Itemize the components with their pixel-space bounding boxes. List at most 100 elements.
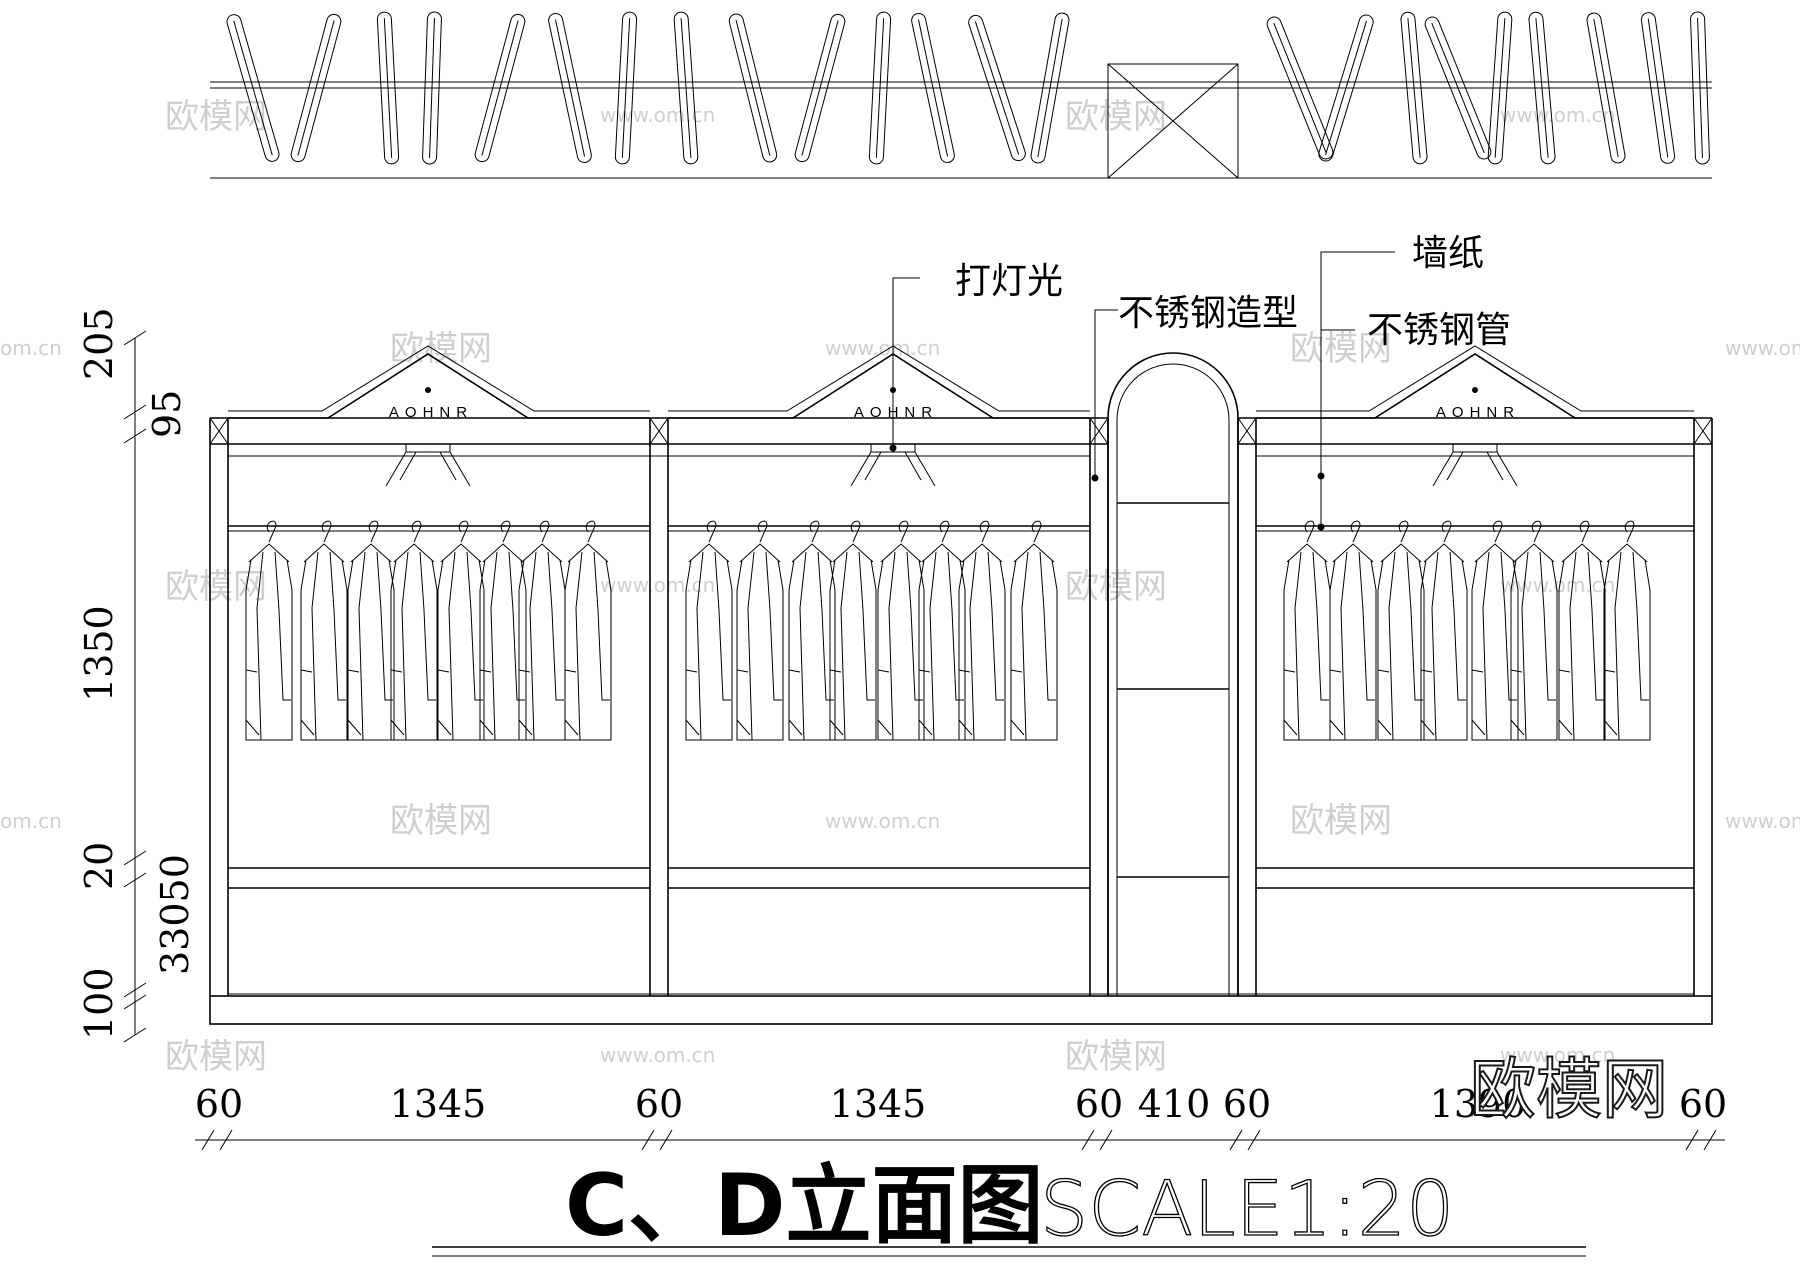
hanger-bar bbox=[1513, 543, 1555, 563]
jacket-body bbox=[958, 559, 1006, 741]
plan-view bbox=[210, 11, 1712, 179]
hanging-jacket bbox=[1471, 520, 1519, 741]
jacket-hem bbox=[437, 719, 452, 736]
dim-60: 60 bbox=[1679, 1082, 1727, 1126]
jacket-lapel bbox=[1539, 551, 1556, 701]
dim-tick bbox=[201, 1129, 215, 1151]
hanger-bar bbox=[961, 543, 1003, 563]
hanger-bar bbox=[521, 543, 563, 563]
plan-hanger-shape bbox=[1690, 11, 1710, 165]
dim-tick bbox=[1685, 1129, 1699, 1151]
watermarks: 欧模网 www.om.cn 欧模网 www.om.cn om.cn 欧模网 ww… bbox=[0, 97, 1800, 1077]
hanger-bar bbox=[1380, 543, 1422, 563]
light-beam bbox=[904, 451, 922, 481]
hanger-bar bbox=[248, 543, 290, 563]
hanger-hook bbox=[809, 520, 820, 543]
hanger-bar bbox=[688, 543, 730, 563]
hanger-bar bbox=[921, 543, 963, 563]
dim-tick bbox=[123, 850, 147, 866]
plan-hanger bbox=[1030, 12, 1070, 164]
plan-hanger bbox=[1487, 11, 1513, 165]
hanging-jacket bbox=[958, 520, 1006, 741]
plan-hanger-line bbox=[875, 18, 885, 158]
brand-label: AOHNR bbox=[854, 404, 938, 421]
plan-hanger-line bbox=[554, 19, 586, 157]
jacket-lapel bbox=[947, 551, 964, 701]
plan-hanger bbox=[226, 14, 280, 162]
post-cross bbox=[1237, 417, 1257, 445]
jacket-lapel bbox=[1039, 551, 1056, 701]
jacket-hem bbox=[1329, 719, 1344, 736]
jacket-body bbox=[1420, 559, 1468, 741]
light-beam bbox=[439, 451, 457, 481]
hanger-bar bbox=[791, 543, 833, 563]
jacket-lapel bbox=[1449, 551, 1466, 701]
watermark-url: www.om.cn bbox=[825, 809, 940, 833]
post-cross bbox=[209, 417, 229, 445]
plan-hangers bbox=[226, 11, 1710, 165]
jacket-body bbox=[564, 559, 612, 741]
watermark-url: www.om.cn bbox=[825, 336, 940, 360]
gable-outline bbox=[228, 345, 650, 412]
jacket-lapel bbox=[987, 551, 1004, 701]
jacket-body bbox=[685, 559, 733, 741]
watermark-logo: 欧模网 bbox=[165, 567, 267, 607]
dim-tick bbox=[1081, 1129, 1095, 1151]
watermark-url: www.om.cn bbox=[1500, 103, 1615, 127]
jacket-body bbox=[479, 559, 527, 741]
jacket-pocket bbox=[1283, 669, 1296, 673]
plan-hanger-line bbox=[917, 19, 949, 157]
plan-hanger-line bbox=[974, 21, 1020, 155]
hanger-bar bbox=[440, 543, 482, 563]
jacket-hem bbox=[685, 719, 700, 736]
plan-hanger-shape bbox=[474, 13, 526, 163]
dim-tick bbox=[123, 872, 147, 888]
hanger-hook bbox=[1579, 520, 1590, 543]
plan-hanger bbox=[1266, 16, 1334, 160]
hanger-hook bbox=[979, 520, 990, 543]
hanging-rods bbox=[228, 525, 1694, 532]
hanging-jacket bbox=[685, 520, 733, 741]
hanging-jacket bbox=[518, 520, 566, 741]
gable-outline bbox=[1256, 353, 1694, 419]
jacket-lapel bbox=[256, 551, 264, 741]
jacket-lapel bbox=[1431, 551, 1439, 741]
jacket-hem bbox=[300, 719, 315, 736]
jacket-body bbox=[347, 559, 395, 741]
dim-1350: 1350 bbox=[77, 605, 121, 702]
jacket-lapel bbox=[1406, 551, 1423, 701]
jacket-hem bbox=[1603, 719, 1618, 736]
jacket-lapel bbox=[376, 551, 393, 701]
plan-hanger-shape bbox=[1266, 16, 1334, 160]
watermark-url: www.om.cn bbox=[1725, 336, 1800, 360]
hanger-hook bbox=[1031, 520, 1042, 543]
plan-hanger-shape bbox=[1528, 11, 1556, 165]
jacket-lapel bbox=[529, 551, 537, 741]
dim-tick bbox=[1229, 1129, 1243, 1151]
hanger-hook bbox=[585, 520, 596, 543]
hanger-hook bbox=[1624, 520, 1635, 543]
jacket-body bbox=[390, 559, 438, 741]
plan-hanger-line bbox=[1037, 18, 1063, 158]
plan-hanger bbox=[1640, 12, 1676, 164]
dim-tick bbox=[659, 1129, 673, 1151]
jacket-body bbox=[300, 559, 348, 741]
plan-hanger bbox=[1586, 12, 1626, 164]
brand-label: AOHNR bbox=[389, 404, 473, 421]
jacket-pocket bbox=[300, 669, 313, 673]
hanging-jacket bbox=[1329, 520, 1377, 741]
jacket-lapel bbox=[490, 551, 498, 741]
hanging-jacket bbox=[437, 520, 485, 741]
hanger-hook bbox=[939, 520, 950, 543]
post-cross bbox=[1089, 417, 1109, 445]
jacket-pocket bbox=[1420, 669, 1433, 673]
jacket-hem bbox=[1010, 719, 1025, 736]
plan-hanger-shape bbox=[1030, 12, 1070, 164]
vertical-ticks bbox=[123, 330, 147, 1043]
hanger-hook bbox=[1398, 520, 1409, 543]
jacket-lapel bbox=[1294, 551, 1302, 741]
hanger-bar bbox=[880, 543, 922, 563]
jacket-hem bbox=[1377, 719, 1392, 736]
jacket-pocket bbox=[1510, 669, 1523, 673]
